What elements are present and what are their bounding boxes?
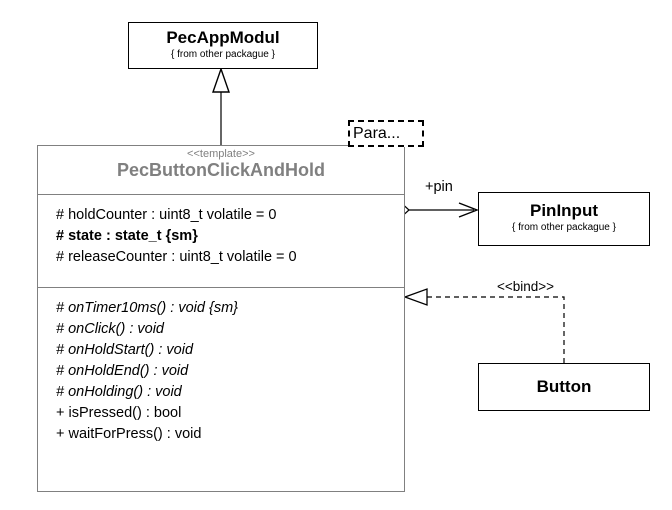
generalization-connector — [212, 66, 230, 145]
bind-connector — [403, 288, 565, 363]
attribute-row: # releaseCounter : uint8_t volatile = 0 — [56, 249, 297, 265]
attribute-row: # holdCounter : uint8_t volatile = 0 — [56, 207, 277, 223]
operation-row: # onHoldStart() : void — [56, 342, 194, 358]
class-box-button[interactable]: Button — [478, 363, 650, 411]
class-box-pecbuttonclickandhold[interactable]: <<template>> PecButtonClickAndHold # hol… — [37, 145, 405, 492]
attribute-row: # state : state_t {sm} — [56, 228, 198, 244]
operation-row: # onHolding() : void — [56, 384, 182, 400]
operation-row: # onClick() : void — [56, 321, 164, 337]
class-note-pecappmodul: { from other packague } — [171, 48, 275, 60]
class-attributes-compartment: # holdCounter : uint8_t volatile = 0 # s… — [38, 195, 404, 288]
operation-row: + isPressed() : bool — [56, 405, 182, 421]
class-box-pininput[interactable]: PinInput { from other packague } — [478, 192, 650, 246]
class-name-pininput: PinInput — [530, 201, 598, 220]
class-box-pecappmodul[interactable]: PecAppModul { from other packague } — [128, 22, 318, 69]
association-label-pin: +pin — [425, 179, 453, 195]
template-parameter-box[interactable]: Para... — [348, 120, 424, 147]
operation-row: # onHoldEnd() : void — [56, 363, 189, 379]
operation-row: + waitForPress() : void — [56, 426, 202, 442]
dependency-label-bind: <<bind>> — [497, 279, 555, 294]
operation-row: # onTimer10ms() : void {sm} — [56, 300, 238, 316]
class-name-pecbuttonclickandhold: PecButtonClickAndHold — [116, 159, 325, 180]
class-note-pininput: { from other packague } — [512, 221, 616, 233]
class-name-button: Button — [536, 376, 592, 396]
class-stereotype: <<template>> — [187, 148, 255, 160]
class-name-pecappmodul: PecAppModul — [166, 28, 280, 47]
class-header-compartment: <<template>> PecButtonClickAndHold — [38, 146, 404, 195]
class-operations-compartment: # onTimer10ms() : void {sm} # onClick() … — [38, 288, 404, 493]
